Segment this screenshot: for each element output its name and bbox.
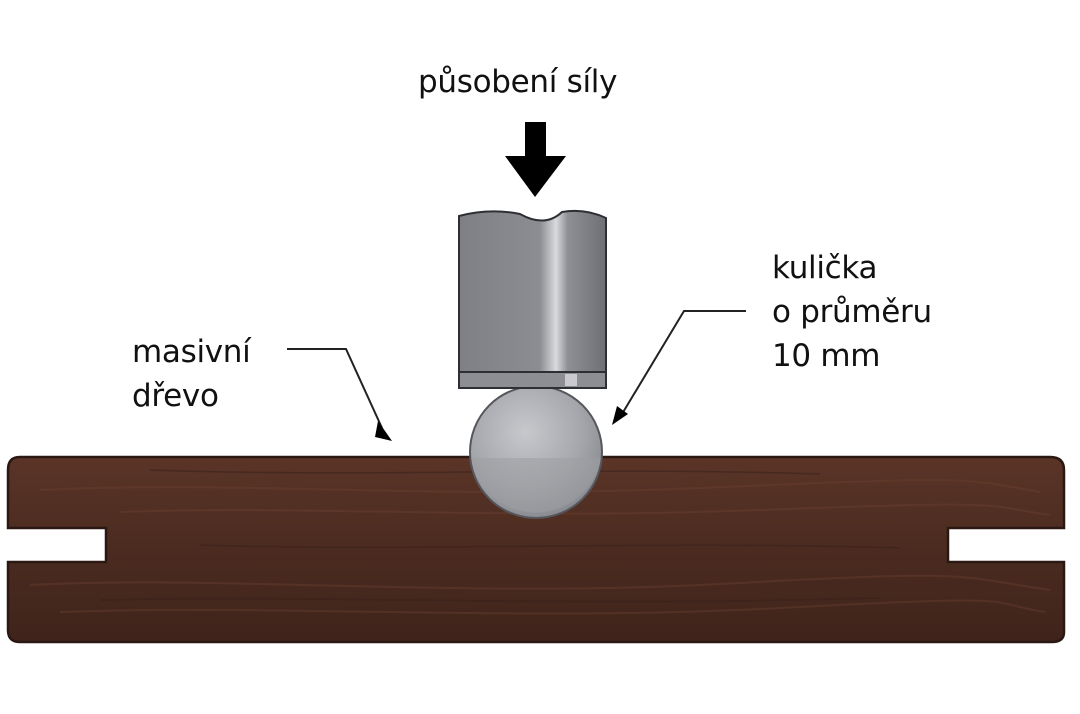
wood-label-line-2: dřevo [132, 378, 219, 414]
ball-label: kulička o průměru 10 mm [772, 246, 932, 378]
ball-label-line-2: o průměru [772, 294, 932, 330]
wood-leader [287, 348, 392, 441]
force-arrow [505, 122, 566, 197]
wood-board [6, 455, 1066, 644]
wood-grain [29, 479, 1051, 615]
ball-indent [471, 458, 601, 513]
punch-cylinder [458, 209, 607, 379]
ball-label-line-1: kulička [772, 250, 878, 286]
ball-label-line-3: 10 mm [772, 338, 881, 374]
ball-leader [612, 310, 746, 425]
force-label: působení síly [418, 64, 618, 100]
wood-label-line-1: masivní [132, 334, 251, 370]
wood-label: masivní dřevo [132, 330, 251, 418]
punch-base [458, 371, 607, 389]
